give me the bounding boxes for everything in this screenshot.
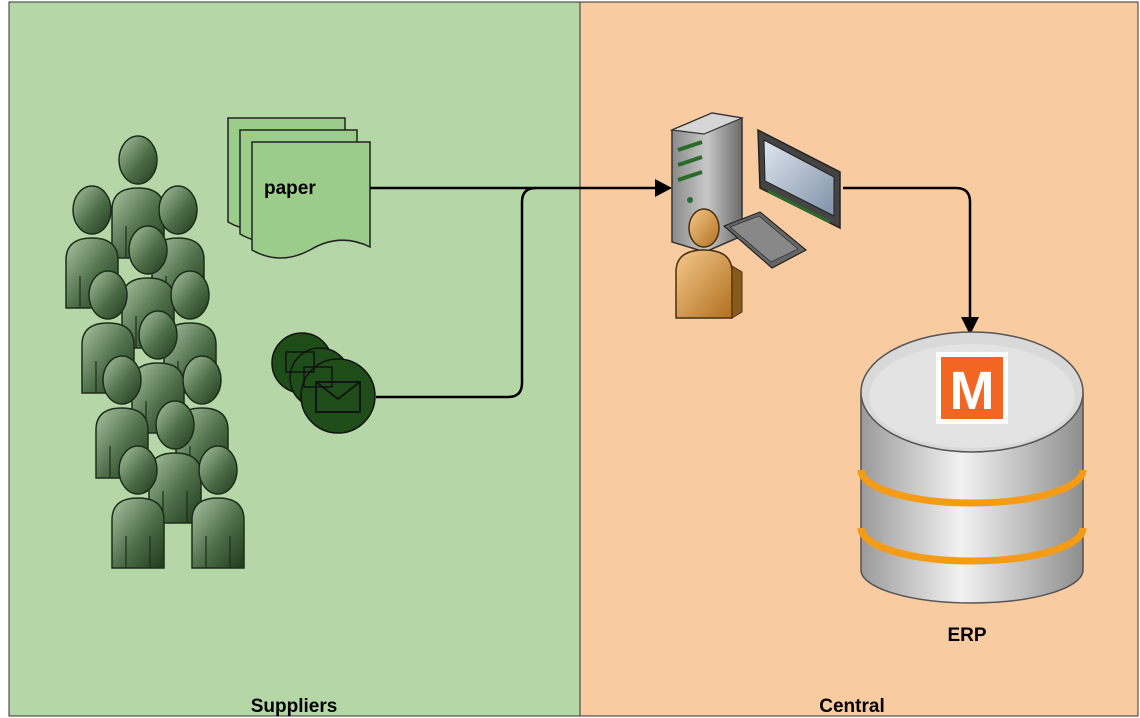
- erp-badge-letter: M: [950, 361, 995, 421]
- email-envelopes-icon: [271, 332, 376, 434]
- erp-database-icon: M: [857, 331, 1087, 604]
- arrowhead-erp: [961, 317, 979, 335]
- erp-label: ERP: [947, 625, 986, 646]
- arrowhead-workstation: [655, 179, 672, 197]
- connectors: [370, 186, 972, 399]
- paper-documents-icon: paper: [227, 117, 371, 259]
- computer-operator-icon: [669, 112, 841, 319]
- paper-label: paper: [264, 178, 316, 199]
- edge-email-to-workstation: [376, 186, 537, 399]
- edge-workstation-to-erp: [843, 186, 972, 318]
- suppliers-zone-label: Suppliers: [251, 696, 338, 717]
- central-zone-label: Central: [819, 696, 884, 717]
